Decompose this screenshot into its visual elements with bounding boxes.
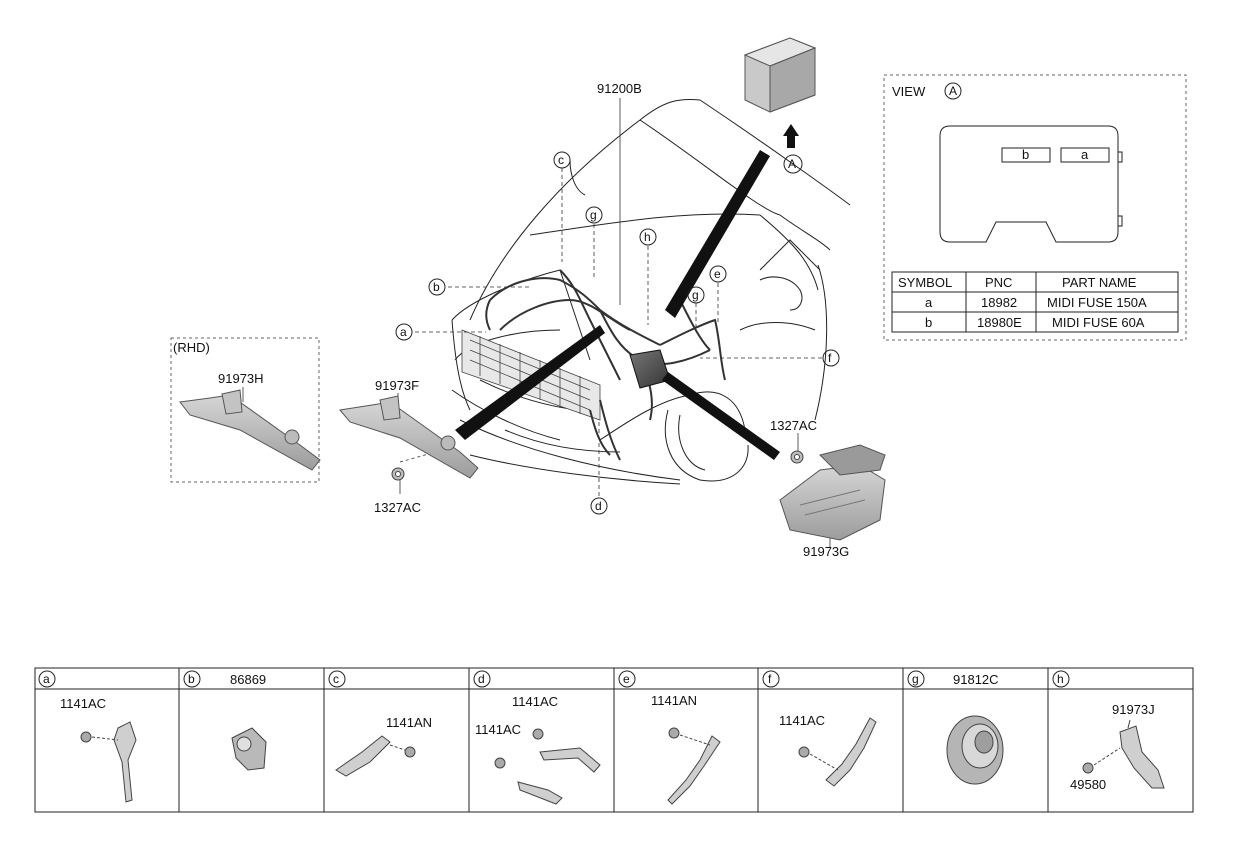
detail-f-letter: f: [768, 672, 772, 686]
view-a-title: VIEW: [892, 84, 926, 99]
label-91200B: 91200B: [597, 81, 642, 96]
detail-c-label-1141AN: 1141AN: [386, 715, 432, 730]
label-1327AC-right: 1327AC: [770, 418, 817, 433]
table-cell: MIDI FUSE 60A: [1052, 315, 1145, 330]
leader-lines: [242, 98, 831, 548]
detail-a-label-1141AC: 1141AC: [60, 696, 106, 711]
callout-h: h: [644, 230, 651, 244]
table-header-pnc: PNC: [985, 275, 1012, 290]
detail-h-label-49580: 49580: [1070, 777, 1106, 792]
detail-h-drawing: [1082, 719, 1165, 789]
table-cell: a: [925, 295, 933, 310]
detail-g-grommet-drawing: [946, 715, 1004, 785]
detail-g-letter: g: [912, 672, 919, 686]
fuse-slot-a-label: a: [1081, 147, 1089, 162]
detail-e-label-1141AN: 1141AN: [651, 693, 697, 708]
table-cell: MIDI FUSE 150A: [1047, 295, 1147, 310]
bracket-91973F-shape: [339, 395, 479, 479]
fuse-box-tab-1: [1117, 151, 1123, 163]
view-a-circle-letter: A: [949, 84, 957, 98]
fuse-box-top-view: [939, 125, 1119, 243]
nut-1327AC-left: [391, 467, 405, 481]
callout-g1: g: [590, 208, 597, 222]
nut-1327AC-right: [790, 450, 804, 464]
detail-c-drawing: [335, 735, 416, 777]
callout-d: d: [595, 499, 602, 513]
detail-a-drawing: [80, 721, 137, 803]
fuse-box-3d: [743, 37, 817, 113]
label-1327AC-left: 1327AC: [374, 500, 421, 515]
callout-letters: [395, 151, 840, 515]
bracket-91973H-shape: [179, 389, 321, 471]
table-header-part-name: PART NAME: [1062, 275, 1137, 290]
detail-d-label-1141AC-left: 1141AC: [475, 722, 521, 737]
label-91973G: 91973G: [803, 544, 849, 559]
table-cell: 18982: [981, 295, 1017, 310]
callout-g2: g: [692, 288, 699, 302]
detail-d-letter: d: [478, 672, 485, 686]
detail-d-drawing: [494, 728, 601, 805]
detail-f-drawing: [798, 717, 877, 787]
up-arrow-icon: [783, 124, 799, 148]
detail-e-letter: e: [623, 672, 630, 686]
detail-b-letter: b: [188, 672, 195, 686]
table-cell: b: [925, 315, 932, 330]
fuse-table: [891, 271, 1179, 333]
callout-f: f: [828, 351, 832, 365]
rhd-box: [170, 337, 320, 483]
label-rhd: (RHD): [173, 340, 210, 355]
cover-91973G-shape: [779, 444, 886, 541]
callout-e: e: [714, 267, 721, 281]
detail-h-letter: h: [1057, 672, 1064, 686]
detail-d-label-1141AC-top: 1141AC: [512, 694, 558, 709]
label-91973F: 91973F: [375, 378, 419, 393]
fuse-slot-a: [1060, 147, 1110, 163]
detail-h-label-91973J: 91973J: [1112, 702, 1155, 717]
table-header-symbol: SYMBOL: [898, 275, 952, 290]
detail-f-label-1141AC: 1141AC: [779, 713, 825, 728]
label-91973H: 91973H: [218, 371, 264, 386]
callout-A: A: [788, 157, 796, 171]
callout-c: c: [558, 153, 564, 167]
detail-g-title: 91812C: [953, 672, 999, 687]
detail-header-circles: [38, 670, 1070, 688]
callout-wedges: [455, 150, 780, 460]
callout-a: a: [400, 325, 407, 339]
detail-a-letter: a: [43, 672, 50, 686]
callout-b: b: [433, 280, 440, 294]
detail-e-drawing: [667, 727, 721, 805]
view-a-circle: [944, 82, 962, 100]
table-cell: 18980E: [977, 315, 1022, 330]
detail-b-title: 86869: [230, 672, 266, 687]
fuse-slot-b-label: b: [1022, 147, 1029, 162]
view-a-box: [883, 74, 1187, 341]
detail-strip-grid: [34, 667, 1194, 813]
junction-box: [629, 349, 671, 389]
detail-c-letter: c: [333, 672, 339, 686]
fuse-slot-b: [1001, 147, 1051, 163]
detail-b-clip-drawing: [231, 727, 267, 771]
fuse-box-tab-2: [1117, 215, 1123, 227]
